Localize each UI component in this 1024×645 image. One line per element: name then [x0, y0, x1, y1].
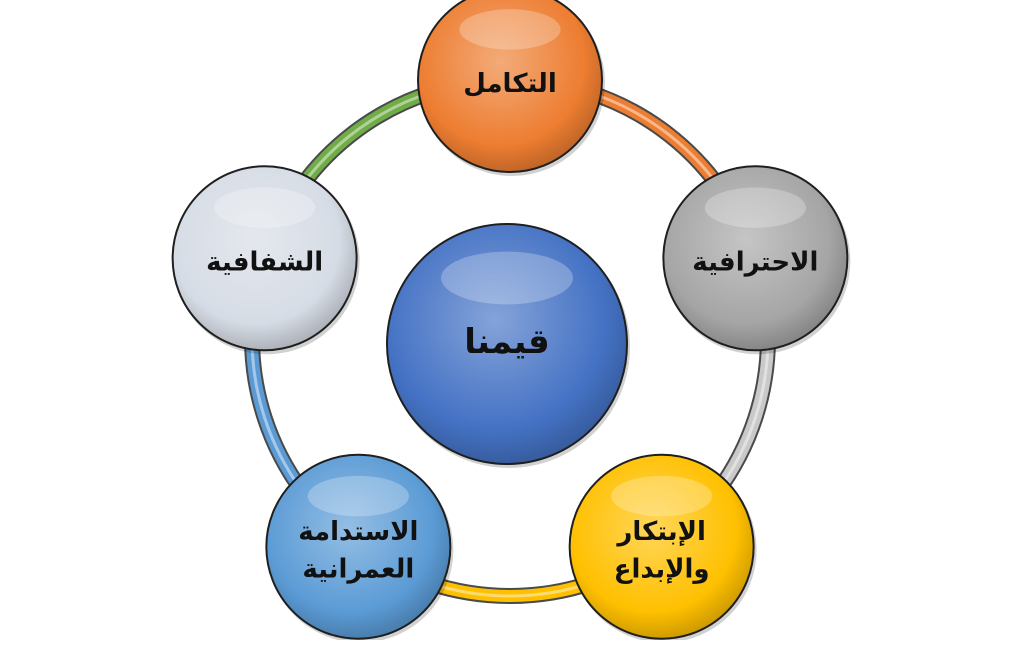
value-node-innovation-gloss — [611, 475, 713, 517]
center-node-circle — [386, 223, 628, 465]
value-node-innovation-circle — [568, 453, 755, 640]
value-node-transparency-gloss — [214, 187, 316, 228]
value-node-professionalism-gloss — [704, 187, 806, 228]
value-node-professionalism-circle — [662, 165, 849, 352]
value-node-innovation: الإبتكار والإبداع — [568, 453, 757, 643]
value-node-sustainability-label-line-1: الاستدامة — [298, 517, 418, 547]
value-nodes: قيمناالتكاملالاحترافيةالإبتكاروالإبداعال… — [171, 0, 851, 643]
value-node-sustainability-circle — [265, 453, 452, 640]
value-node-professionalism-label: الاحترافية — [692, 247, 818, 277]
value-node-innovation-label-line-2: والإبداع — [614, 555, 710, 585]
value-node-transparency-circle — [171, 165, 358, 352]
value-node-integration-circle — [417, 0, 603, 173]
value-node-transparency-label: الشفافية — [206, 247, 323, 277]
value-node-sustainability-label-line-2: العمرانية — [302, 555, 414, 585]
center-node: قيمنا — [386, 223, 630, 468]
value-node-sustainability-gloss — [307, 475, 409, 517]
center-node-label: قيمنا — [464, 322, 550, 362]
value-node-integration-gloss — [459, 9, 561, 50]
value-node-innovation-label-line-1: الإبتكار — [615, 517, 706, 547]
center-node-gloss — [441, 251, 573, 305]
value-node-transparency: الشفافية — [171, 165, 360, 355]
value-node-integration: التكامل — [417, 0, 605, 176]
value-node-professionalism: الاحترافية — [662, 165, 851, 355]
value-node-sustainability: الاستدامة العمرانية — [265, 453, 454, 643]
value-node-integration-label: التكامل — [463, 69, 556, 99]
